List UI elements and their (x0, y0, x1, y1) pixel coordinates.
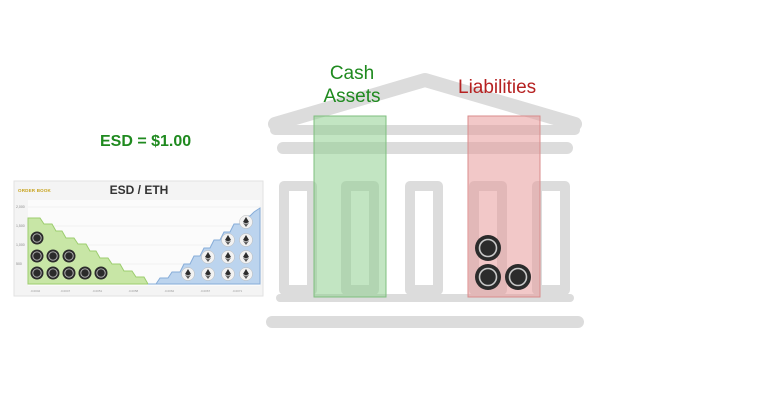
cash-assets-line1: Cash (329, 63, 375, 84)
coin-icon (62, 249, 76, 263)
ethereum-icon (221, 250, 235, 264)
coin-icon (475, 264, 501, 290)
svg-text:·0.0058: ·0.0058 (128, 289, 139, 293)
coin-icon (30, 231, 44, 245)
ethereum-icon (239, 215, 253, 229)
bank-roof (268, 73, 582, 131)
coin-icon (475, 235, 501, 261)
order-book-ytick: 1,000 (16, 243, 25, 247)
bid-coins (30, 231, 108, 280)
ask-depth-area (148, 207, 261, 285)
coin-icon (62, 266, 76, 280)
order-book-ytick: 1,500 (16, 224, 25, 228)
order-book-xticks: ·0.0042 ·0.0047 ·0.0051 ·0.0058 ·0.0062 ·0.0… (30, 289, 243, 293)
svg-text:·0.0067: ·0.0067 (200, 289, 211, 293)
liability-coins (475, 235, 531, 290)
cash-assets-label: Cash Assets (316, 62, 388, 108)
cash-assets-line2: Assets (323, 86, 381, 107)
bank-column (532, 181, 570, 295)
svg-text:·0.0051: ·0.0051 (92, 289, 103, 293)
ethereum-icon (239, 250, 253, 264)
order-book-ytick: 500 (16, 262, 22, 266)
svg-text:·0.0062: ·0.0062 (164, 289, 175, 293)
coin-icon (94, 266, 108, 280)
coin-icon (46, 249, 60, 263)
ethereum-icon (239, 233, 253, 247)
coin-icon (30, 249, 44, 263)
order-book-header: ORDER BOOK (18, 188, 52, 193)
bank-column (405, 181, 443, 295)
bank-column (279, 181, 317, 295)
order-book-ytick: 2,000 (16, 205, 25, 209)
bid-depth-area (27, 217, 149, 285)
ethereum-icon (181, 267, 195, 281)
cash-assets-bar (313, 115, 387, 298)
coin-icon (505, 264, 531, 290)
order-book-title: ESD / ETH (109, 183, 169, 197)
price-label: ESD = $1.00 (100, 133, 192, 150)
coin-icon (78, 266, 92, 280)
svg-text:·0.0042: ·0.0042 (30, 289, 41, 293)
ethereum-icon (201, 267, 215, 281)
svg-text:·0.0071: ·0.0071 (232, 289, 243, 293)
ethereum-icon (221, 233, 235, 247)
svg-text:·0.0047: ·0.0047 (60, 289, 71, 293)
ethereum-icon (221, 267, 235, 281)
coin-icon (30, 266, 44, 280)
liabilities-label: Liabilities (458, 77, 537, 98)
ask-eth-icons (181, 215, 253, 281)
ethereum-icon (239, 267, 253, 281)
coin-icon (46, 266, 60, 280)
ethereum-icon (201, 250, 215, 264)
